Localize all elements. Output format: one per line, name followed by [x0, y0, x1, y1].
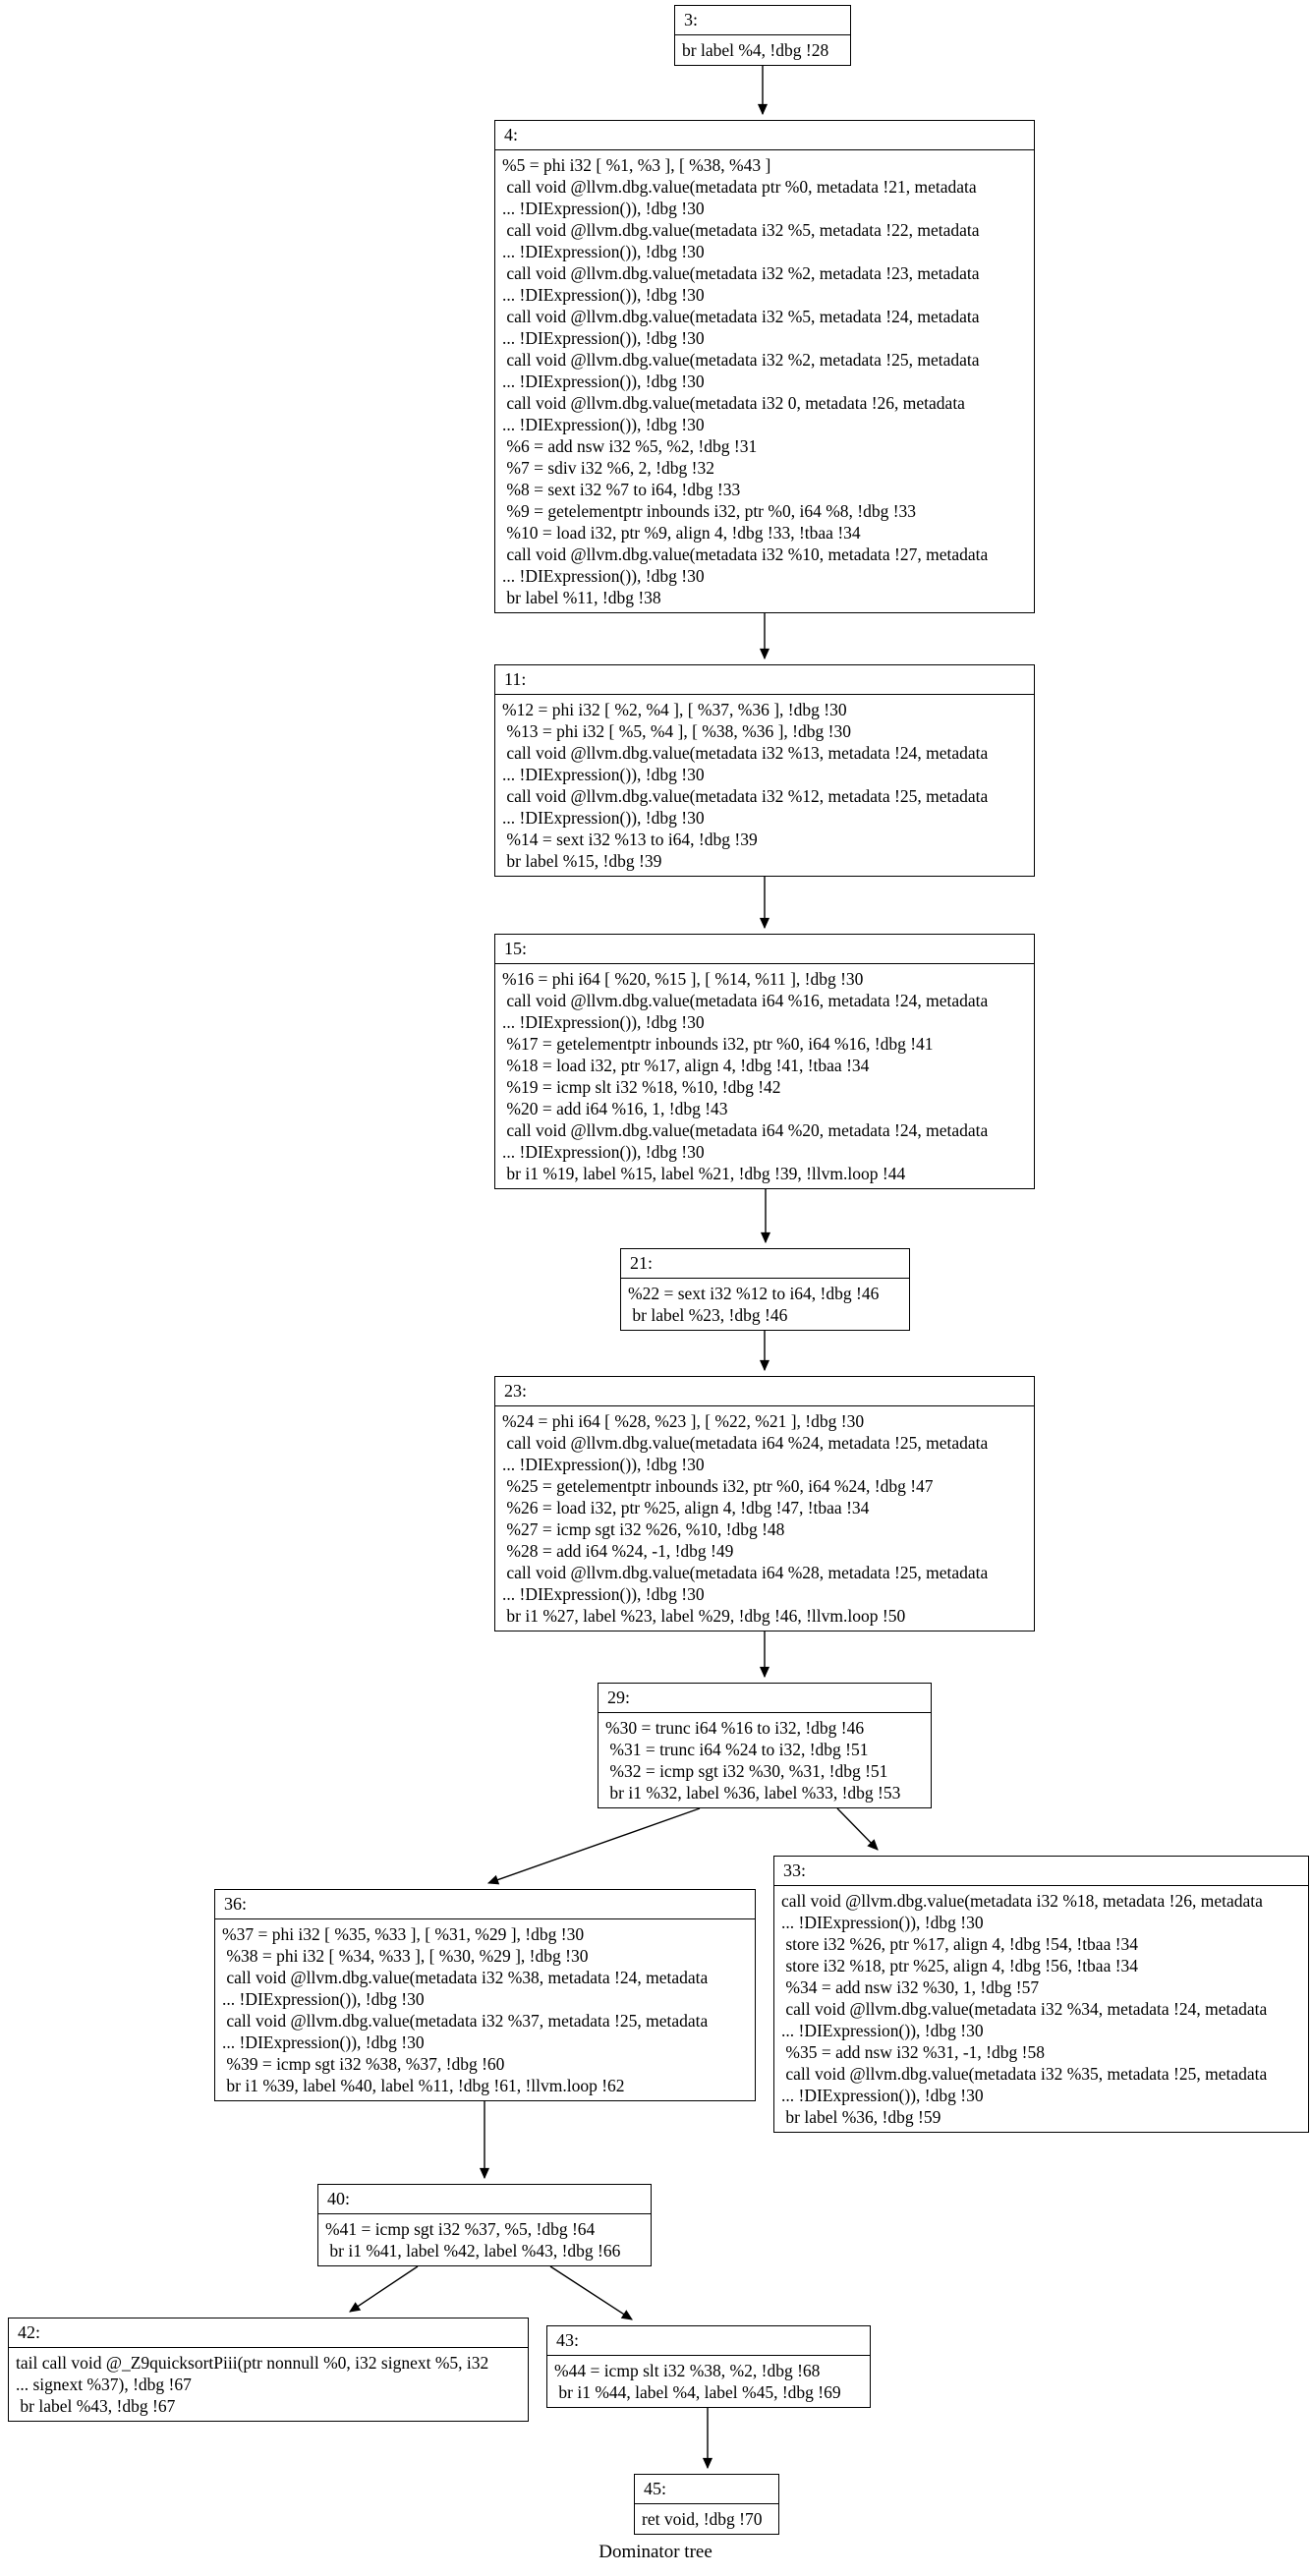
block-instructions: %44 = icmp slt i32 %38, %2, !dbg !68 br … — [554, 2361, 841, 2402]
basic-block-node-42: 42: tail call void @_Z9quicksortPiii(ptr… — [8, 2318, 529, 2422]
basic-block-node-33: 33: call void @llvm.dbg.value(metadata i… — [773, 1856, 1309, 2133]
block-instructions: %16 = phi i64 [ %20, %15 ], [ %14, %11 ]… — [502, 969, 989, 1183]
block-instructions: %12 = phi i32 [ %2, %4 ], [ %37, %36 ], … — [502, 700, 989, 871]
block-label: 42: — [9, 2318, 528, 2348]
block-label: 11: — [495, 665, 1034, 695]
block-label: 21: — [621, 1249, 909, 1279]
block-label: 15: — [495, 935, 1034, 964]
basic-block-node-4: 4: %5 = phi i32 [ %1, %3 ], [ %38, %43 ]… — [494, 120, 1035, 613]
basic-block-node-15: 15: %16 = phi i64 [ %20, %15 ], [ %14, %… — [494, 934, 1035, 1189]
block-instructions: br label %4, !dbg !28 — [682, 40, 829, 60]
block-instructions: call void @llvm.dbg.value(metadata i32 %… — [781, 1891, 1268, 2127]
block-instructions: %24 = phi i64 [ %28, %23 ], [ %22, %21 ]… — [502, 1411, 989, 1626]
basic-block-node-45: 45: ret void, !dbg !70 — [634, 2474, 779, 2535]
diagram-caption: Dominator tree — [598, 2542, 712, 2562]
block-label: 29: — [598, 1684, 931, 1713]
basic-block-node-23: 23: %24 = phi i64 [ %28, %23 ], [ %22, %… — [494, 1376, 1035, 1631]
basic-block-node-40: 40: %41 = icmp sgt i32 %37, %5, !dbg !64… — [317, 2184, 652, 2266]
block-instructions: tail call void @_Z9quicksortPiii(ptr non… — [16, 2353, 489, 2416]
basic-block-node-29: 29: %30 = trunc i64 %16 to i32, !dbg !46… — [598, 1683, 932, 1808]
block-instructions: %30 = trunc i64 %16 to i32, !dbg !46 %31… — [605, 1718, 901, 1803]
edge-29-36 — [486, 1807, 701, 1885]
basic-block-node-11: 11: %12 = phi i32 [ %2, %4 ], [ %37, %36… — [494, 664, 1035, 877]
block-label: 43: — [547, 2326, 870, 2356]
block-label: 40: — [318, 2185, 651, 2214]
basic-block-node-3: 3: br label %4, !dbg !28 — [674, 5, 851, 66]
block-label: 3: — [675, 6, 850, 35]
basic-block-node-21: 21: %22 = sext i32 %12 to i64, !dbg !46 … — [620, 1248, 910, 1331]
block-instructions: %37 = phi i32 [ %35, %33 ], [ %31, %29 ]… — [222, 1924, 709, 2095]
block-instructions: %22 = sext i32 %12 to i64, !dbg !46 br l… — [628, 1284, 880, 1325]
edge-40-42 — [349, 2265, 419, 2313]
edge-29-33 — [836, 1807, 879, 1851]
block-instructions: %5 = phi i32 [ %1, %3 ], [ %38, %43 ] ca… — [502, 155, 989, 607]
block-label: 36: — [215, 1890, 755, 1919]
block-label: 4: — [495, 121, 1034, 150]
block-label: 45: — [635, 2475, 778, 2504]
block-instructions: ret void, !dbg !70 — [642, 2509, 763, 2529]
basic-block-node-43: 43: %44 = icmp slt i32 %38, %2, !dbg !68… — [546, 2325, 871, 2408]
block-instructions: %41 = icmp sgt i32 %37, %5, !dbg !64 br … — [325, 2219, 621, 2261]
basic-block-node-36: 36: %37 = phi i32 [ %35, %33 ], [ %31, %… — [214, 1889, 756, 2101]
edge-40-43 — [549, 2265, 633, 2320]
block-label: 23: — [495, 1377, 1034, 1406]
block-label: 33: — [774, 1857, 1308, 1886]
